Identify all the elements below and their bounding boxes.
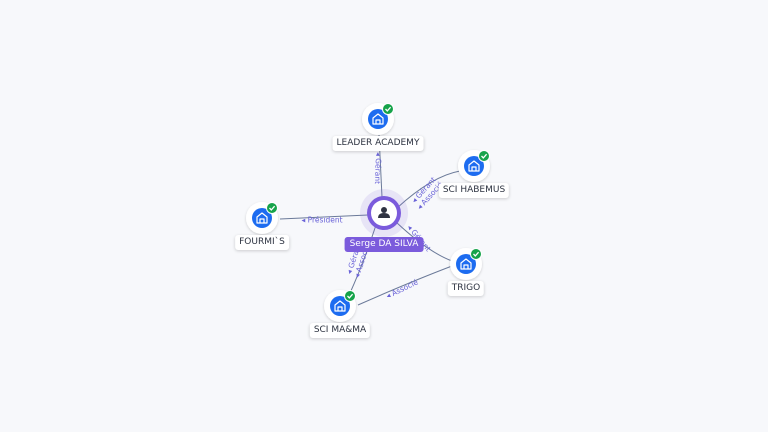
building-icon xyxy=(252,208,272,228)
company-node-fourmis[interactable] xyxy=(246,202,278,234)
building-icon xyxy=(368,109,388,129)
company-node-sci-mama[interactable] xyxy=(324,290,356,322)
person-name-label[interactable]: Serge DA SILVA xyxy=(344,237,424,252)
edge-role-label: ◂ Président xyxy=(301,216,342,225)
person-node[interactable] xyxy=(360,189,408,237)
relation-edge-sci-habemus xyxy=(396,170,461,209)
edge-role-label: ◂ Gérant xyxy=(373,152,383,184)
relation-edge-sci-mama-trigo xyxy=(357,265,453,306)
company-label-fourmis[interactable]: FOURMI`S xyxy=(235,235,289,250)
company-label-sci-mama[interactable]: SCI MA&MA xyxy=(309,323,371,338)
company-node-leader-academy[interactable] xyxy=(362,103,394,135)
relation-edge-trigo xyxy=(395,221,453,262)
role-text: ◂ Associé xyxy=(385,277,420,300)
verified-check-icon xyxy=(382,103,394,115)
verified-check-icon xyxy=(344,290,356,302)
edge-role-label: ◂ Associé xyxy=(385,277,420,300)
company-label-leader-academy[interactable]: LEADER ACADEMY xyxy=(332,136,424,151)
building-icon xyxy=(456,254,476,274)
company-node-sci-habemus[interactable] xyxy=(458,150,490,182)
company-label-sci-habemus[interactable]: SCI HABEMUS xyxy=(438,183,510,198)
relation-edge-sci-mama xyxy=(349,224,377,294)
verified-check-icon xyxy=(478,150,490,162)
relation-edge-fourmis xyxy=(279,214,369,220)
verified-check-icon xyxy=(470,248,482,260)
role-text: ◂ Président xyxy=(301,216,342,225)
building-icon xyxy=(464,156,484,176)
verified-check-icon xyxy=(266,202,278,214)
building-icon xyxy=(330,296,350,316)
user-icon xyxy=(378,207,390,218)
company-node-trigo[interactable] xyxy=(450,248,482,280)
role-text: ◂ Gérant xyxy=(373,152,383,184)
company-label-trigo[interactable]: TRIGO xyxy=(447,281,485,296)
